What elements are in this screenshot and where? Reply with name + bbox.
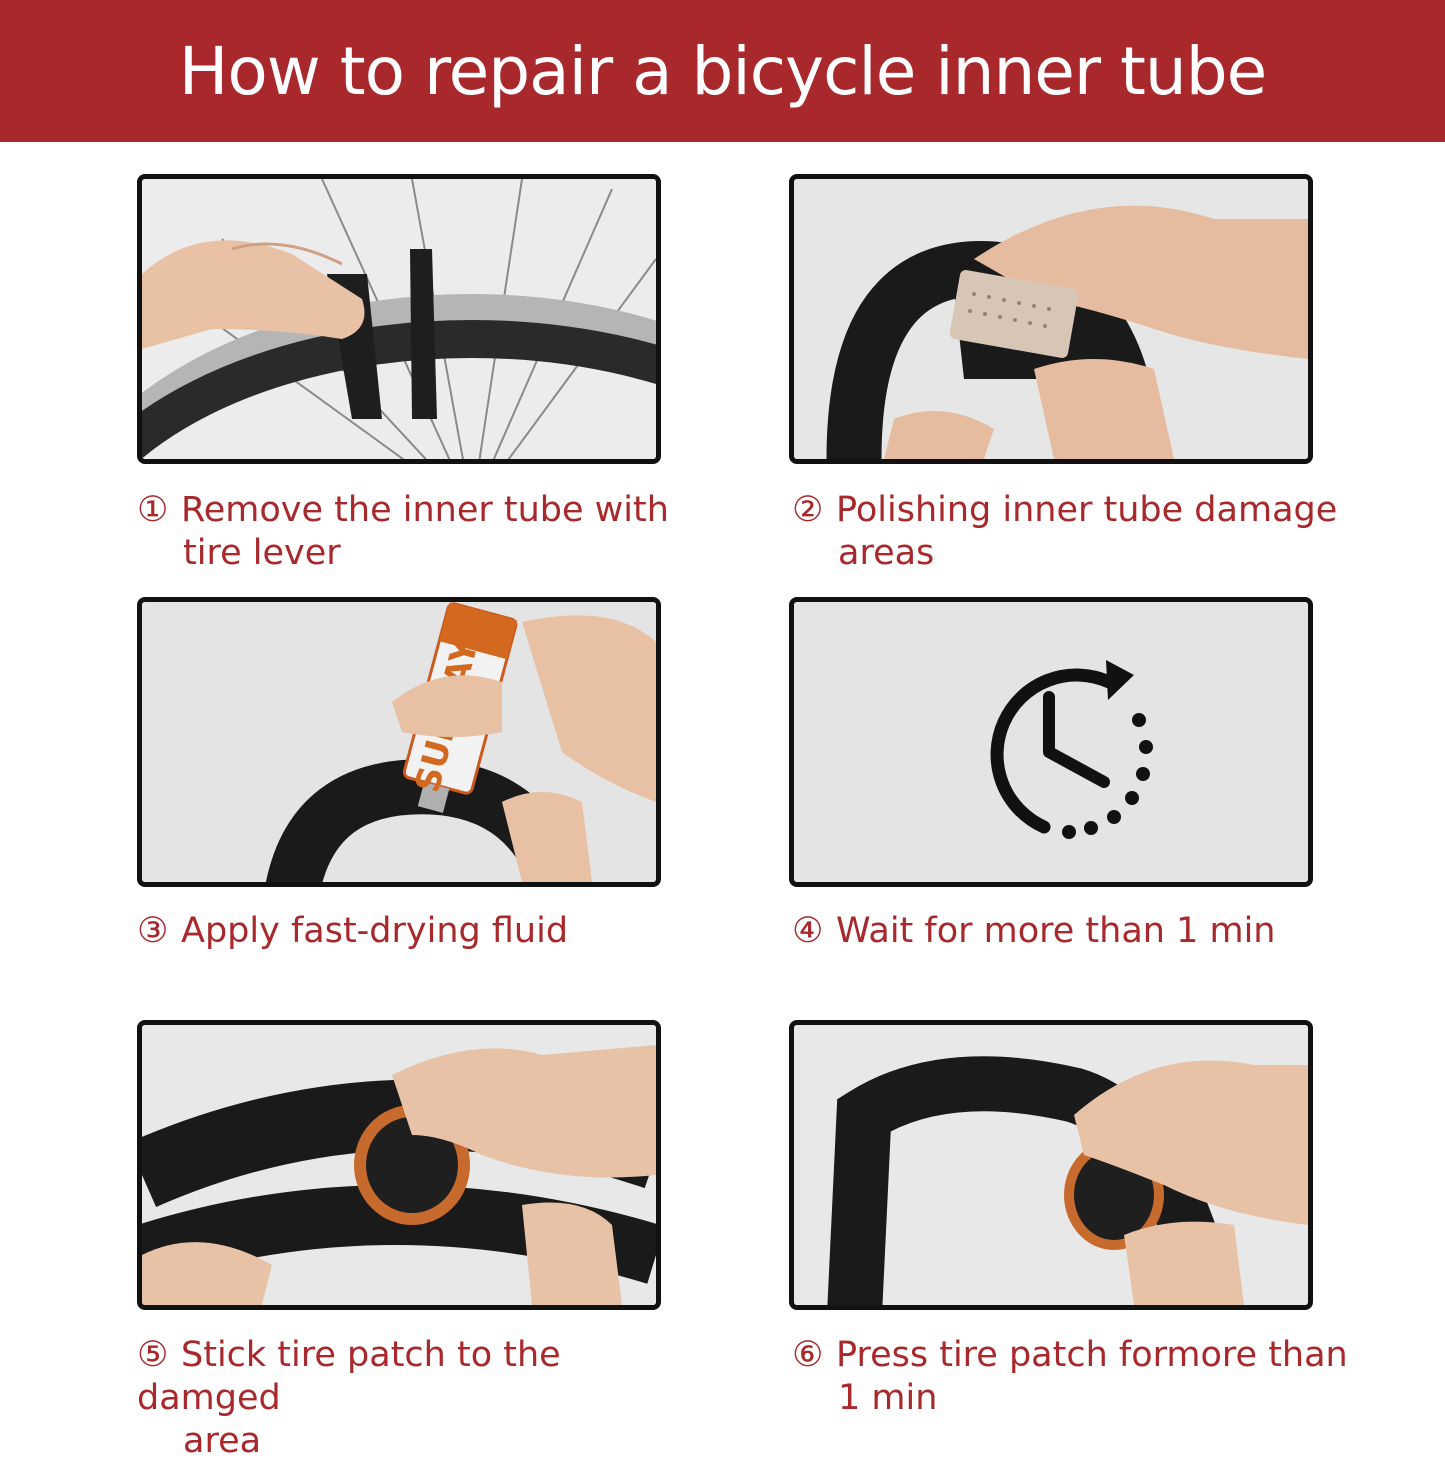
step-5-text-cont: area bbox=[183, 1421, 262, 1461]
step-2-text-cont: areas bbox=[838, 533, 935, 573]
clock-timer-icon bbox=[794, 602, 1308, 882]
wheel-tire-lever-image bbox=[142, 179, 656, 459]
step-6-photo bbox=[789, 1020, 1313, 1310]
step-6-text-cont: 1 min bbox=[838, 1378, 938, 1418]
step-4-number: ④ bbox=[792, 911, 824, 951]
step-2-photo bbox=[789, 174, 1313, 464]
step-5-number: ⑤ bbox=[137, 1335, 169, 1375]
step-4-photo bbox=[789, 597, 1313, 887]
step-6-caption: ⑥ Press tire patch formore than 1 min bbox=[792, 1334, 1352, 1420]
step-1-number: ① bbox=[137, 490, 169, 530]
step-1-text: Remove the inner tube with bbox=[181, 490, 669, 530]
step-2-text: Polishing inner tube damage bbox=[836, 490, 1338, 530]
step-4-caption: ④ Wait for more than 1 min bbox=[792, 910, 1352, 953]
sanding-tube-image bbox=[794, 179, 1308, 459]
step-5-photo bbox=[137, 1020, 661, 1310]
step-5-text: Stick tire patch to the damged bbox=[137, 1335, 561, 1418]
step-1-caption: ① Remove the inner tube with tire lever bbox=[137, 489, 697, 575]
page-title: How to repair a bicycle inner tube bbox=[178, 32, 1267, 110]
step-1-photo bbox=[137, 174, 661, 464]
step-3-number: ③ bbox=[137, 911, 169, 951]
glue-tube-image: SUNDAY bbox=[142, 602, 656, 882]
step-2-caption: ② Polishing inner tube damage areas bbox=[792, 489, 1352, 575]
step-3-photo: SUNDAY bbox=[137, 597, 661, 887]
step-1-text-cont: tire lever bbox=[183, 533, 341, 573]
stick-patch-image bbox=[142, 1025, 656, 1305]
step-6-number: ⑥ bbox=[792, 1335, 824, 1375]
step-3-text: Apply fast-drying fluid bbox=[181, 911, 569, 951]
press-patch-image bbox=[794, 1025, 1308, 1305]
step-4-text: Wait for more than 1 min bbox=[836, 911, 1276, 951]
step-3-caption: ③ Apply fast-drying fluid bbox=[137, 910, 697, 953]
step-6-text: Press tire patch formore than bbox=[836, 1335, 1348, 1375]
step-2-number: ② bbox=[792, 490, 824, 530]
title-banner: How to repair a bicycle inner tube bbox=[0, 0, 1445, 142]
